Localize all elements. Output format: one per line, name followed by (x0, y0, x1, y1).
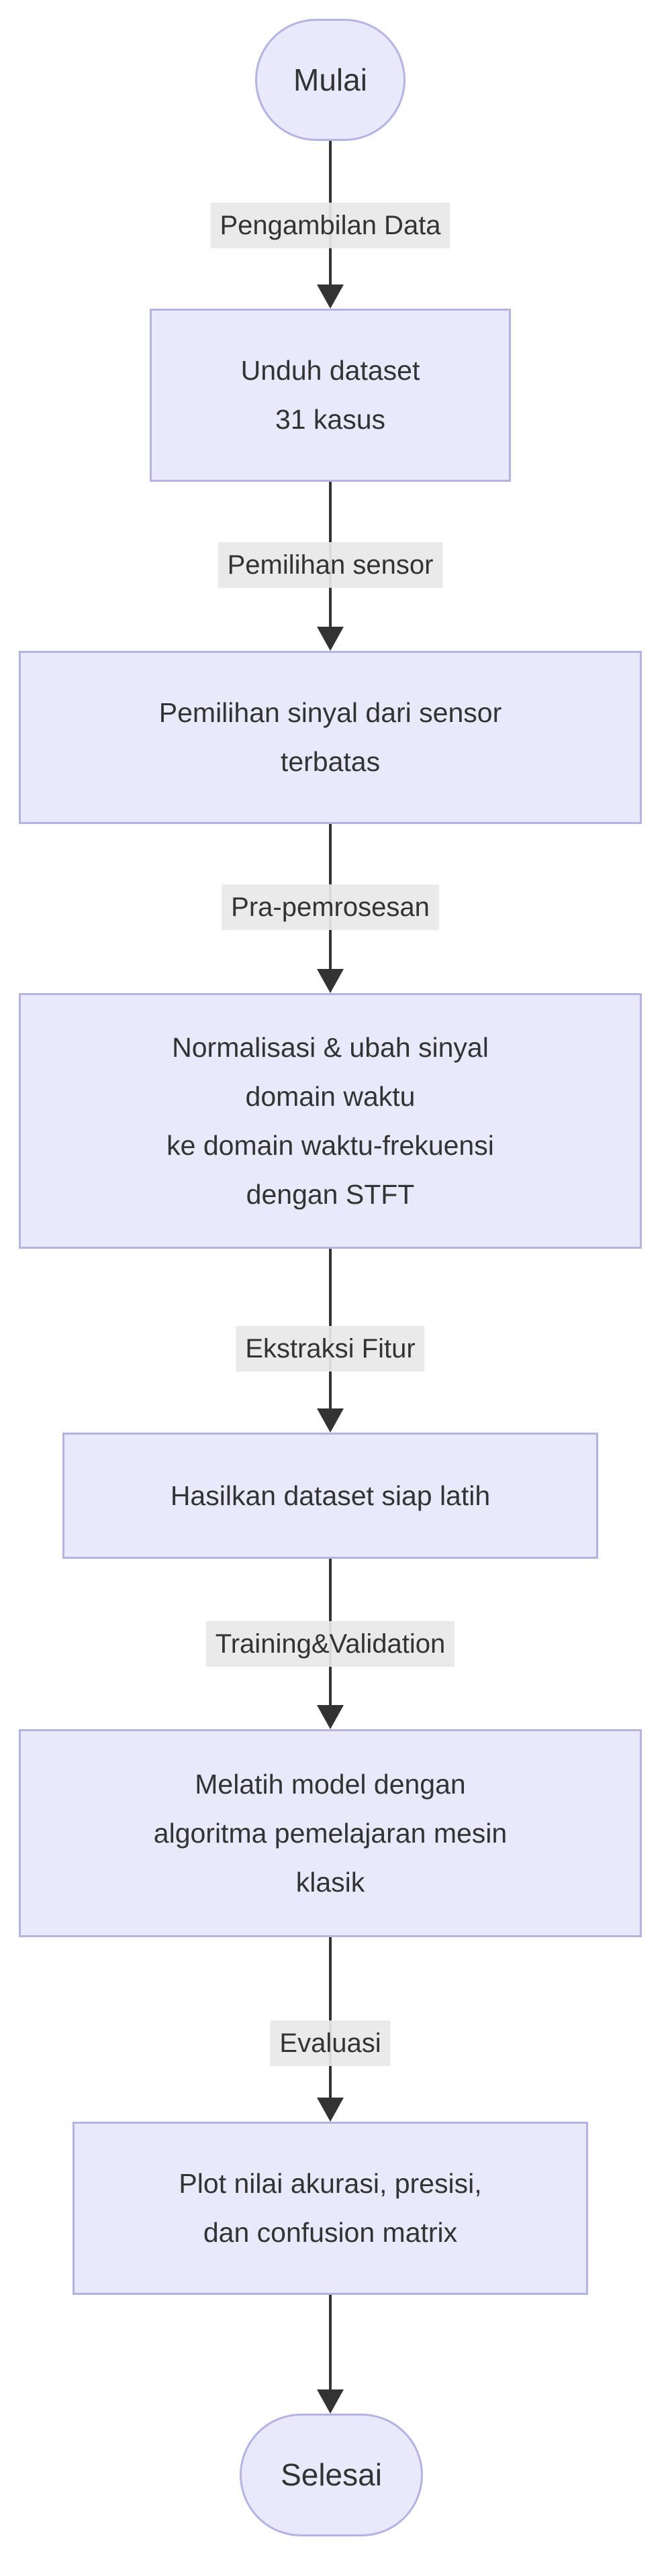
edge-line-7 (329, 2295, 332, 2391)
node-label-line: Normalisasi & ubah sinyal (172, 1031, 489, 1063)
node-label-line: algoritma pemelajaran mesin (153, 1817, 508, 1849)
process-node-dataset-siap-latih: Hasilkan dataset siap latih (62, 1433, 598, 1559)
arrowhead-icon (317, 969, 344, 993)
node-label-line: Hasilkan dataset siap latih (170, 1480, 491, 1511)
arrowhead-icon (317, 2389, 344, 2414)
arrowhead-icon (317, 2098, 344, 2122)
node-label-line: Unduh dataset (240, 355, 420, 386)
node-label-line: terbatas (280, 746, 381, 777)
node-label-line: dengan STFT (246, 1178, 415, 1210)
edge-label-pra-pemrosesan: Pra-pemrosesan (222, 884, 439, 930)
end-node-selesai: Selesai (240, 2414, 423, 2536)
node-label-line: klasik (295, 1866, 365, 1898)
node-label: Mulai (293, 62, 367, 97)
edge-label-pengambilan-data: Pengambilan Data (210, 203, 450, 248)
edge-label-ekstraksi-fitur: Ekstraksi Fitur (236, 1326, 425, 1372)
process-node-unduh-dataset: Unduh dataset 31 kasus (150, 309, 511, 482)
process-node-plot-evaluasi: Plot nilai akurasi, presisi, dan confusi… (73, 2122, 588, 2295)
node-label-line: Plot nilai akurasi, presisi, (179, 2168, 482, 2199)
edge-label-evaluasi: Evaluasi (270, 2020, 391, 2066)
node-label-line: 31 kasus (275, 404, 386, 435)
arrowhead-icon (317, 285, 344, 309)
arrowhead-icon (317, 1705, 344, 1729)
node-label-line: Pemilihan sinyal dari sensor (158, 697, 502, 728)
node-label-line: ke domain waktu-frekuensi (166, 1129, 494, 1161)
process-node-melatih-model: Melatih model dengan algoritma pemelajar… (19, 1729, 642, 1937)
node-label-line: Melatih model dengan (195, 1768, 466, 1800)
edge-label-training-validation: Training&Validation (205, 1621, 455, 1667)
edge-label-pemilihan-sensor: Pemilihan sensor (218, 542, 443, 588)
process-node-normalisasi-stft: Normalisasi & ubah sinyal domain waktu k… (19, 993, 642, 1249)
arrowhead-icon (317, 627, 344, 651)
node-label-line: domain waktu (245, 1080, 416, 1112)
arrowhead-icon (317, 1408, 344, 1433)
edge-line-6 (329, 1937, 332, 2102)
start-node-mulai: Mulai (255, 19, 406, 141)
process-node-pemilihan-sinyal: Pemilihan sinyal dari sensor terbatas (19, 651, 642, 824)
node-label-line: dan confusion matrix (203, 2217, 458, 2248)
node-label: Selesai (281, 2457, 382, 2492)
